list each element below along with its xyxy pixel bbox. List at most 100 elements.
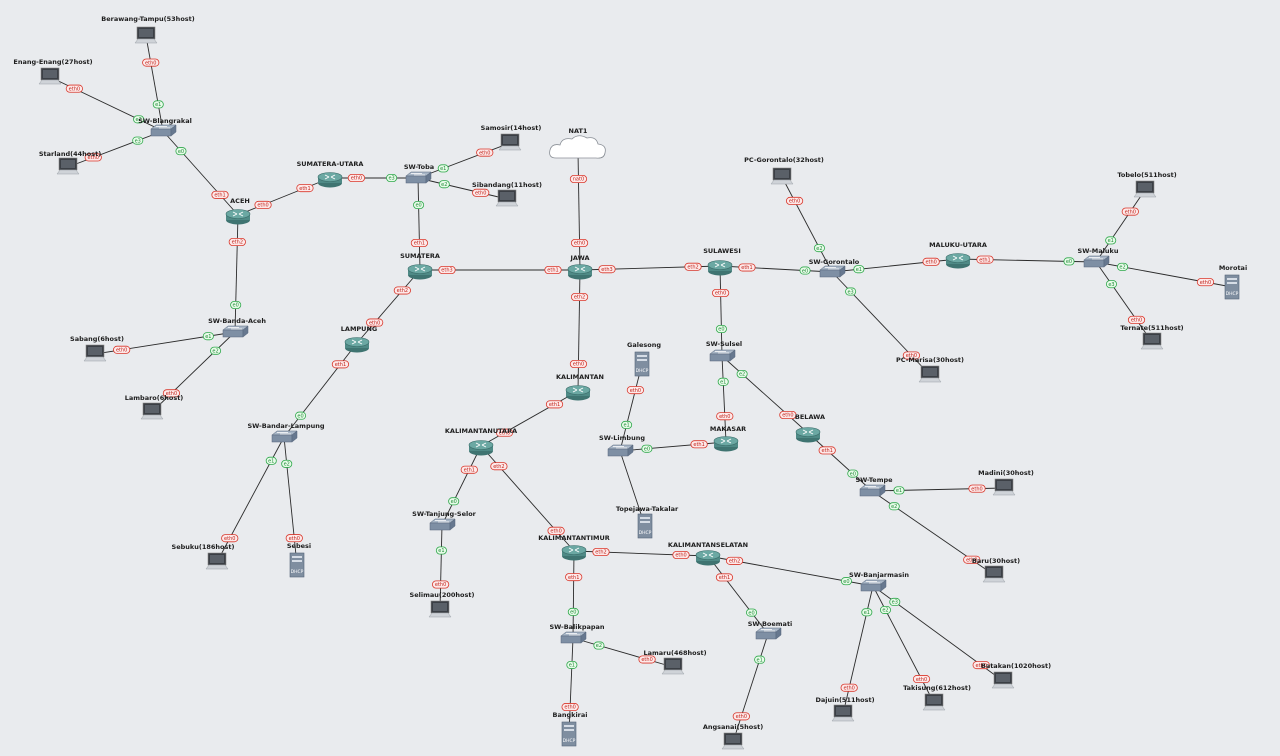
host-h-madini[interactable]: Madini(30host) (978, 469, 1034, 496)
link-aceh-sw-banda-aceh[interactable] (234, 214, 239, 333)
interface-label: eth0 (431, 580, 450, 589)
switch-sw-toba[interactable]: SW-Toba (404, 163, 434, 184)
host-h-lambaro[interactable]: Lambaro(6host) (125, 394, 184, 420)
router-makasar[interactable]: MAKASAR (710, 425, 746, 452)
switch-sw-bandar-lampung[interactable]: SW-Bandar-Lampung (247, 422, 325, 443)
host-h-starland[interactable]: Starland(44host) (39, 150, 101, 175)
host-h-batakan[interactable]: Batakan(1020host) (981, 662, 1051, 689)
host-h-pc-gorontalo[interactable]: PC-Gorontalo(32host) (744, 156, 824, 185)
link-nat1-jawa[interactable] (577, 151, 581, 271)
host-h-sebuku[interactable]: Sebuku(186host) (172, 543, 235, 570)
link-sw-toba-h-samosir[interactable] (417, 142, 511, 179)
link-kalimantan-timur-sw-balikpapan[interactable] (572, 550, 575, 639)
switch-sw-banjarmasin[interactable]: SW-Banjarmasin (849, 571, 909, 592)
switch-sw-tanjung-selor[interactable]: SW-Tanjung-Selor (412, 510, 477, 531)
link-sw-gorontalo-h-pc-gorontalo[interactable] (781, 176, 833, 273)
server-s-topejawa[interactable]: Topejawa-Takalar (616, 505, 679, 539)
server-s-galesong[interactable]: Galesong (627, 341, 661, 377)
link-kalimantan-selatan-sw-boemati[interactable] (707, 555, 769, 635)
host-h-selimau[interactable]: Selimau(200host) (410, 591, 475, 618)
link-sw-sulsel-belawa[interactable] (721, 355, 809, 434)
link-sw-banjarmasin-h-takisung[interactable] (872, 585, 935, 704)
router-kalimantan-timur[interactable]: KALIMANTANTIMUR (538, 534, 610, 561)
router-aceh[interactable]: ACEH (225, 197, 251, 225)
server-s-morotai[interactable]: Morotai (1219, 264, 1247, 300)
host-h-baru[interactable]: Baru(30host) (972, 557, 1020, 583)
switch-sw-gorontalo[interactable]: SW-Gorontalo (809, 258, 860, 278)
host-h-takisung[interactable]: Takisung(612host) (903, 684, 971, 711)
switch-sw-sulsel[interactable]: SW-Sulsel (706, 340, 742, 362)
link-sw-blangrakal-h-starland[interactable] (67, 130, 164, 168)
router-sumatera[interactable]: SUMATERA (400, 252, 440, 280)
link-sumatera-utara-aceh[interactable] (237, 177, 331, 216)
host-h-enang[interactable]: Enang-Enang(27host) (13, 58, 93, 85)
interface-label: eth2 (570, 292, 589, 301)
host-h-dajuin[interactable]: Dajuin(511host) (815, 696, 875, 722)
host-h-sibandang[interactable]: Sibandang(11host) (472, 181, 542, 207)
switch-sw-balikpapan[interactable]: SW-Balikpapan (549, 623, 605, 644)
host-h-pc-marisa[interactable]: PC-Marisa(30host) (896, 356, 964, 383)
link-lampung-sw-bandar-lampung[interactable] (283, 342, 358, 438)
link-sw-maluku-h-tobelo[interactable] (1095, 189, 1146, 263)
interface-label-text: eth0 (1131, 318, 1142, 324)
router-kalimantan[interactable]: KALIMANTAN (556, 373, 604, 401)
interface-label: e2 (210, 346, 222, 355)
link-sw-tanjung-selor-h-selimau[interactable] (439, 524, 443, 611)
server-s-sebesi[interactable]: Sebesi (287, 542, 311, 578)
router-belawa[interactable]: BELAWA (795, 413, 825, 443)
switch-sw-tempe[interactable]: SW-Tempe (855, 476, 893, 497)
link-sw-banjarmasin-h-dajuin[interactable] (842, 585, 874, 715)
link-sumatera-sw-toba[interactable] (417, 177, 421, 271)
interface-label: e3 (889, 597, 901, 606)
host-h-sabang[interactable]: Sabang(6host) (70, 335, 124, 362)
link-sw-bandar-lampung-s-sebesi[interactable] (283, 436, 298, 566)
link-sumatera-lampung[interactable] (356, 269, 421, 344)
link-sw-toba-h-sibandang[interactable] (417, 177, 508, 200)
host-h-lamaru[interactable]: Lamaru(468host) (643, 649, 707, 675)
interface-label-text: e1 (438, 548, 444, 554)
router-kalimantan-selatan[interactable]: KALIMANTANSELATAN (668, 541, 748, 566)
router-lampung[interactable]: LAMPUNG (341, 325, 377, 353)
server-s-bangkirai[interactable]: Bangkirai (553, 711, 588, 747)
switch-sw-boemati[interactable]: SW-Boemati (748, 620, 793, 640)
link-kalimantan-utara-sw-tanjung-selor[interactable] (441, 445, 482, 526)
link-sw-blangrakal-h-berawang[interactable] (145, 35, 164, 132)
router-maluku-utara[interactable]: MALUKU-UTARA (929, 241, 987, 269)
cloud-nat1[interactable]: NAT1 (549, 127, 606, 159)
router-jawa[interactable]: JAWA (567, 254, 593, 280)
interface-label-text: e1 (856, 267, 862, 273)
router-icon (407, 264, 433, 280)
interface-label: eth0 (626, 386, 645, 395)
host-h-ternate[interactable]: Ternate(511host) (1120, 324, 1184, 350)
host-computer-icon (982, 565, 1006, 583)
link-sw-balikpapan-h-lamaru[interactable] (572, 637, 674, 668)
link-sw-banda-aceh-h-lambaro[interactable] (151, 331, 236, 413)
router-sulawesi[interactable]: SULAWESI (703, 247, 741, 276)
link-sw-limbung-s-topejawa[interactable] (619, 450, 646, 527)
switch-sw-limbung[interactable]: SW-Limbung (599, 434, 645, 457)
host-h-angsanai[interactable]: Angsanai(5host) (703, 723, 763, 750)
host-h-berawang[interactable]: Berawang-Tampu(53host) (101, 15, 195, 44)
interface-label-text: e1 (864, 610, 870, 616)
interface-label: eth0 (638, 655, 656, 664)
router-kalimantan-utara[interactable]: KALIMANTANUTARA (445, 427, 517, 456)
link-sw-maluku-h-ternate[interactable] (1095, 261, 1153, 343)
router-sumatera-utara[interactable]: SUMATERA-UTARA (297, 160, 364, 188)
link-makasar-sw-limbung[interactable] (619, 441, 727, 452)
switch-sw-blangrakal[interactable]: SW-Blangrakal (138, 117, 192, 137)
link-sw-sulsel-makasar[interactable] (721, 355, 727, 443)
host-h-tobelo[interactable]: Tobelo(511host) (1117, 171, 1177, 198)
link-sulawesi-sw-sulsel[interactable] (719, 265, 723, 357)
link-kalimantan-kalimantan-utara[interactable] (480, 390, 579, 447)
switch-sw-maluku[interactable]: SW-Maluku (1078, 247, 1119, 268)
link-jawa-kalimantan[interactable] (577, 269, 581, 392)
link-belawa-sw-tempe[interactable] (807, 432, 873, 492)
link-sw-limbung-s-galesong[interactable] (619, 363, 643, 452)
link-aceh-sw-blangrakal[interactable] (162, 130, 239, 216)
link-sw-balikpapan-s-bangkirai[interactable] (568, 637, 574, 735)
link-sulawesi-sw-gorontalo[interactable] (719, 265, 833, 273)
host-h-samosir[interactable]: Samosir(14host) (481, 124, 542, 151)
link-sw-boemati-h-angsanai[interactable] (732, 633, 769, 743)
switch-sw-banda-aceh[interactable]: SW-Banda-Aceh (208, 317, 266, 338)
